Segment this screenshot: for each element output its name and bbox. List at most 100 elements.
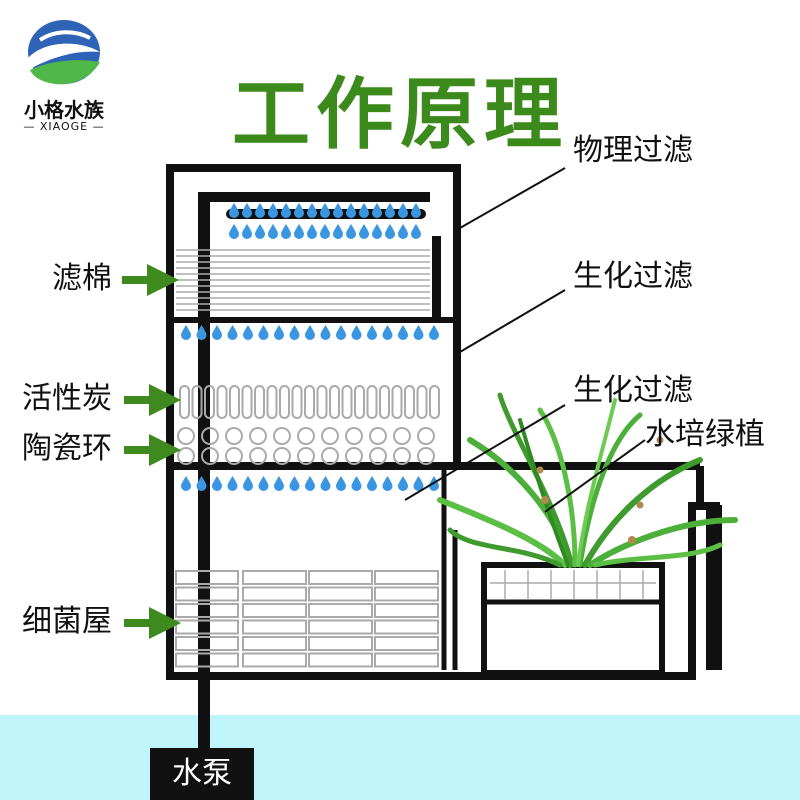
bacteria-house-block: [374, 636, 439, 651]
bacteria-house-block: [374, 652, 439, 668]
activated-carbon-pellet: [191, 385, 203, 419]
ceramic-ring: [297, 427, 315, 445]
label-hydroponic-plant: 水培绿植: [645, 417, 765, 452]
page-title: 工作原理: [231, 70, 568, 160]
activated-carbon-pellet: [391, 385, 403, 419]
ceramic-ring-media: [177, 427, 435, 465]
water-drop-icon: [372, 224, 382, 239]
bacteria-house-block: [242, 570, 307, 585]
activated-carbon-pellet: [229, 385, 240, 419]
water-drop-icon: [307, 203, 317, 218]
pump-label: 水泵: [150, 748, 254, 800]
water-drop-icon: [212, 325, 222, 340]
ceramic-ring: [225, 427, 243, 445]
water-drop-icon: [346, 203, 356, 218]
bacteria-house-block: [374, 603, 439, 618]
water-drop-icon: [268, 224, 278, 239]
activated-carbon-pellet: [204, 385, 215, 419]
water-drop-icon: [255, 224, 265, 239]
ceramic-ring: [321, 427, 339, 445]
label-bio-filter-2: 生化过滤: [573, 373, 693, 408]
label-physical-filter: 物理过滤: [573, 133, 693, 168]
activated-carbon-pellet: [304, 385, 315, 419]
bacteria-house-block: [374, 586, 439, 602]
water-drop-icon: [243, 476, 253, 491]
label-bacteria-house: 细菌屋: [22, 604, 112, 639]
ceramic-ring: [273, 427, 291, 445]
activated-carbon-pellet: [266, 385, 278, 419]
water-drop-icon: [212, 476, 222, 491]
water-drop-icon: [229, 224, 239, 239]
water-drop-icon: [359, 203, 369, 218]
label-filter-cotton: 滤棉: [52, 261, 112, 296]
water-drop-icon: [336, 476, 346, 491]
ceramic-ring: [321, 447, 339, 465]
water-drop-icon: [336, 325, 346, 340]
logo-icon: [28, 20, 100, 85]
bacteria-house-block: [242, 636, 307, 651]
activated-carbon-pellet: [379, 385, 390, 419]
bacteria-house-block: [374, 570, 439, 585]
water-drop-icon: [320, 325, 331, 340]
ceramic-ring: [249, 427, 267, 445]
water-drop-icon: [258, 476, 269, 491]
label-bio-filter-1: 生化过滤: [573, 259, 693, 294]
water-drop-icon: [243, 325, 253, 340]
bacteria-house-block: [374, 619, 439, 635]
water-drop-icon: [398, 325, 408, 340]
water-drop-icon: [274, 325, 284, 340]
bacteria-house-media: [175, 570, 439, 668]
activated-carbon-pellet: [254, 385, 265, 419]
ceramic-ring: [177, 447, 195, 465]
bacteria-house-block: [242, 586, 307, 602]
activated-carbon-media: [179, 385, 440, 419]
bacteria-house-block: [308, 586, 373, 602]
activated-carbon-pellet: [429, 385, 440, 419]
label-ceramic-ring: 陶瓷环: [22, 431, 112, 466]
water-drop-icon: [411, 203, 421, 218]
ceramic-ring: [297, 447, 315, 465]
water-drop-icon: [268, 203, 278, 218]
activated-carbon-pellet: [279, 385, 290, 419]
water-drop-icon: [398, 476, 408, 491]
ceramic-ring: [345, 447, 363, 465]
ceramic-ring: [417, 427, 435, 445]
water-drop-icon: [372, 203, 382, 218]
water-drop-icon: [385, 203, 395, 218]
activated-carbon-pellet: [416, 385, 428, 419]
water-drop-icon: [242, 203, 252, 218]
water-drop-icon: [398, 203, 408, 218]
water-drop-icon: [320, 476, 331, 491]
water-drop-icon: [429, 325, 439, 340]
brand-name: 小格水族: [24, 98, 104, 122]
bacteria-house-block: [308, 652, 373, 668]
bacteria-house-block: [308, 603, 373, 618]
activated-carbon-pellet: [241, 385, 253, 419]
water-drop-icon: [382, 325, 393, 340]
brand-name-en: — XIAOGE —: [23, 120, 105, 133]
water-drop-icon: [281, 224, 291, 239]
water-drop-icon: [382, 476, 393, 491]
water-drop-icon: [413, 325, 424, 340]
label-activated-carbon: 活性炭: [22, 381, 112, 416]
water-drop-icon: [367, 476, 377, 491]
water-drop-icon: [242, 224, 252, 239]
water-drop-icon: [411, 224, 421, 239]
bacteria-house-block: [308, 570, 373, 585]
ceramic-ring: [177, 427, 195, 445]
bacteria-house-block: [175, 652, 239, 668]
bacteria-house-block: [242, 619, 307, 635]
bacteria-house-block: [175, 570, 239, 585]
water-drop-icon: [258, 325, 269, 340]
filter-box: [166, 164, 722, 680]
water-drop-icon: [320, 224, 330, 239]
water-drop-icon: [351, 325, 362, 340]
water-drop-icon: [333, 203, 343, 218]
water-drop-icon: [274, 476, 284, 491]
ceramic-ring: [201, 447, 219, 465]
bacteria-house-block: [242, 603, 307, 618]
water-drop-icon: [305, 325, 315, 340]
filter-cotton: [176, 249, 430, 311]
bacteria-house-block: [175, 586, 239, 602]
